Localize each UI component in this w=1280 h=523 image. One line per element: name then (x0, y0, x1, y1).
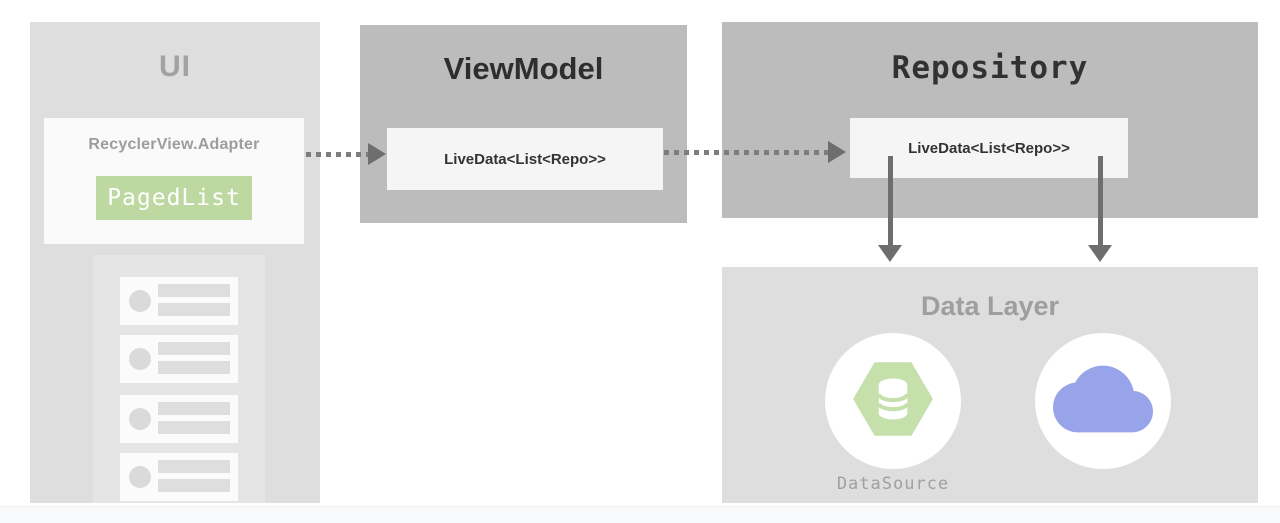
arrowhead-ui-to-viewmodel (368, 143, 386, 165)
data-layer-section: Data Layer DataSource (722, 267, 1258, 503)
recyclerview-adapter-label: RecyclerView.Adapter (88, 136, 260, 153)
datasource-circle (825, 333, 961, 469)
arrow-repository-to-datasource (888, 156, 893, 246)
repository-title: Repository (891, 50, 1089, 86)
text-bar-placeholder (158, 479, 230, 492)
viewmodel-section: ViewModel LiveData<List<Repo>> (360, 25, 687, 223)
viewmodel-title: ViewModel (443, 51, 604, 86)
arrowhead-viewmodel-to-repository (828, 141, 846, 163)
data-layer-title: Data Layer (920, 291, 1060, 321)
arrow-viewmodel-to-repository (664, 150, 828, 155)
avatar-placeholder (129, 348, 151, 370)
list-placeholder-card (120, 335, 238, 383)
ui-section-title: UI (159, 50, 191, 83)
datasource-label: DataSource (836, 474, 950, 494)
cloud-icon (1053, 360, 1153, 443)
arrowhead-repository-to-datasource (878, 245, 902, 262)
repository-livedata-chip: LiveData<List<Repo>> (850, 118, 1128, 178)
text-bar-placeholder (158, 460, 230, 473)
network-circle (1035, 333, 1171, 469)
avatar-placeholder (129, 466, 151, 488)
list-placeholder-card (120, 453, 238, 501)
ui-section: UI RecyclerView.Adapter PagedList (30, 22, 320, 503)
viewmodel-livedata-chip: LiveData<List<Repo>> (387, 128, 663, 190)
pagedlist-chip: PagedList (96, 176, 252, 220)
text-bar-placeholder (158, 421, 230, 434)
page-bottom-strip (0, 506, 1280, 523)
avatar-placeholder (129, 408, 151, 430)
arrowhead-repository-to-network (1088, 245, 1112, 262)
list-placeholder-card (120, 395, 238, 443)
arrow-ui-to-viewmodel (306, 152, 368, 157)
database-hexagon-icon (847, 353, 939, 450)
text-bar-placeholder (158, 284, 230, 297)
recyclerview-adapter-card: RecyclerView.Adapter PagedList (44, 118, 304, 244)
text-bar-placeholder (158, 342, 230, 355)
text-bar-placeholder (158, 303, 230, 316)
arrow-repository-to-network (1098, 156, 1103, 246)
repository-section: Repository LiveData<List<Repo>> (722, 22, 1258, 218)
text-bar-placeholder (158, 361, 230, 374)
list-placeholder-card (120, 277, 238, 325)
text-bar-placeholder (158, 402, 230, 415)
avatar-placeholder (129, 290, 151, 312)
list-preview-panel (93, 255, 265, 503)
